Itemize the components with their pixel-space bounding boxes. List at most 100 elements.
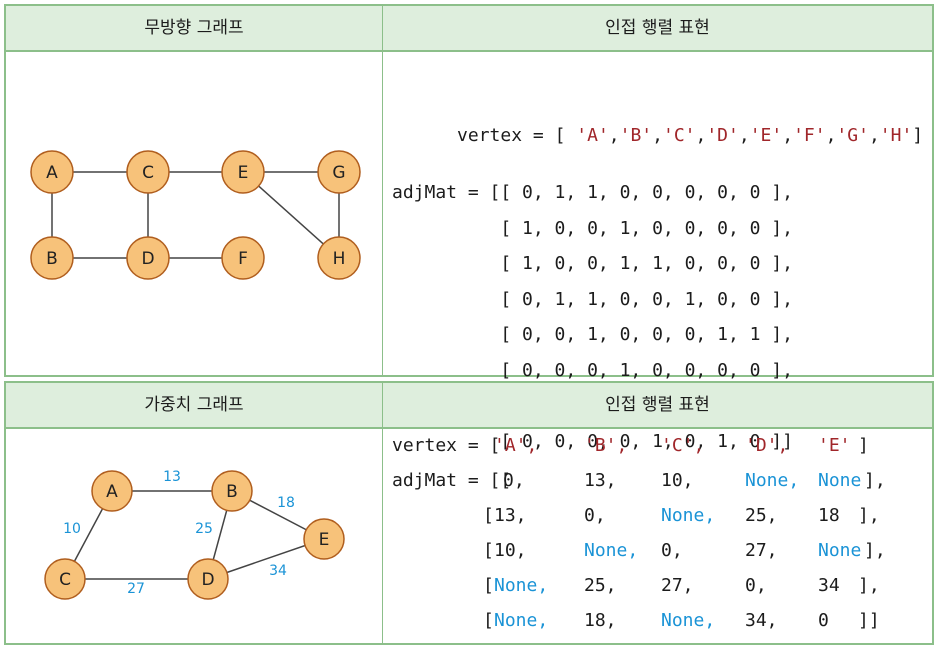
vertex-label: vertex = [	[392, 435, 501, 456]
matrix-cell: 27,	[661, 575, 694, 596]
matrix-cell: 25,	[745, 505, 778, 526]
matrix-row: [ 0, 0, 1, 0, 0, 0, 1, 1 ],	[392, 324, 793, 345]
edge-weight-label: 34	[269, 563, 287, 579]
matrix-row: adjMat = [[ 0, 1, 1, 0, 0, 0, 0, 0 ],	[392, 182, 793, 203]
node-B: B	[30, 236, 74, 280]
node-F: F	[221, 236, 265, 280]
matrix-cell: 0,	[661, 540, 683, 561]
vertex-item: 'E'	[749, 125, 783, 146]
weighted-matrix-title: 인접 행렬 표현	[605, 395, 710, 415]
node-D: D	[126, 236, 170, 280]
matrix-cell: 18	[818, 505, 840, 526]
row-close-bracket: ],	[864, 540, 886, 561]
matrix-row: [ 0, 1, 1, 0, 0, 1, 0, 0 ],	[392, 288, 793, 310]
row-close-bracket: ],	[858, 505, 880, 526]
matrix-cell: 34	[818, 575, 840, 596]
edge-weight-label: 10	[63, 521, 81, 537]
row-close-bracket: ]]	[858, 610, 880, 631]
vertex-item: 'G'	[836, 125, 869, 146]
matrix-cell: 0,	[745, 575, 767, 596]
edge-weight-label: 13	[163, 469, 181, 485]
node-label: H	[333, 249, 346, 269]
matrix-cell: 10,	[494, 540, 527, 561]
matrix-cell: None,	[584, 540, 639, 561]
weighted-panel-header: 가중치 그래프 인접 행렬 표현	[6, 383, 932, 429]
row-open-bracket: [	[483, 505, 494, 526]
vertex-item: 'C'	[662, 125, 696, 146]
comma: ,	[608, 125, 620, 146]
edge-weight-label: 18	[277, 495, 295, 511]
node-G: G	[317, 150, 361, 194]
node-label: D	[141, 249, 154, 269]
vertex-item: 'E'	[818, 435, 851, 456]
comma: ,	[738, 125, 750, 146]
matrix-cell: None,	[745, 470, 800, 491]
matrix-cell: None,	[494, 610, 549, 631]
node-label: G	[332, 163, 345, 183]
row-open-bracket: [	[483, 540, 494, 561]
matrix-cell: 13,	[584, 470, 617, 491]
undirected-panel-header: 무방향 그래프 인접 행렬 표현	[6, 6, 932, 52]
node-label: C	[142, 163, 154, 183]
node-label: B	[46, 249, 58, 269]
vertex-label: vertex =	[457, 125, 555, 146]
vertex-item: 'B'	[619, 125, 653, 146]
adjmat-label: adjMat = [[	[392, 470, 512, 491]
node-label: C	[59, 570, 71, 590]
matrix-row: [ 0, 0, 0, 0, 1, 0, 1, 0 ]]	[392, 430, 793, 452]
matrix-cell: 13,	[494, 505, 527, 526]
vertex-close: ]	[858, 435, 869, 456]
matrix-cell: 25,	[584, 575, 617, 596]
row-open-bracket: [	[483, 610, 494, 631]
node-D: D	[187, 558, 229, 600]
node-label: A	[106, 482, 118, 502]
edge-weight-label: 25	[195, 521, 213, 537]
comma: ,	[695, 125, 707, 146]
edge-weight-label: 27	[127, 581, 145, 597]
vertex-line: vertex = [ 'A','B','C','D','E','F','G','…	[392, 104, 923, 146]
matrix-row: [ 1, 0, 0, 1, 1, 0, 0, 0 ],	[392, 253, 793, 274]
node-label: A	[46, 163, 58, 183]
matrix-cell: None,	[494, 575, 549, 596]
comma: ,	[825, 125, 837, 146]
vertex-item: 'A',	[494, 435, 538, 456]
row-open-bracket: [	[483, 575, 494, 596]
matrix-cell: 34,	[745, 610, 778, 631]
column-divider	[382, 6, 383, 375]
node-C: C	[44, 558, 86, 600]
matrix-cell: 10,	[661, 470, 694, 491]
node-C: C	[126, 150, 170, 194]
matrix-cell: 27,	[745, 540, 778, 561]
matrix-cell: 18,	[584, 610, 617, 631]
vertex-open: [	[554, 125, 577, 146]
vertex-item: 'H'	[879, 125, 913, 146]
matrix-cell: 0,	[584, 505, 606, 526]
vertex-item: 'F'	[793, 125, 826, 146]
adjacency-matrix-title: 인접 행렬 표현	[605, 18, 710, 38]
matrix-row: [ 0, 0, 0, 1, 0, 0, 0, 0 ],	[392, 359, 793, 381]
node-B: B	[211, 470, 253, 512]
node-label: B	[226, 482, 238, 502]
vertex-item: 'C',	[661, 435, 705, 456]
vertex-item: 'B',	[584, 435, 628, 456]
row-close-bracket: ],	[858, 575, 880, 596]
node-E: E	[303, 518, 345, 560]
node-H: H	[317, 236, 361, 280]
weighted-graph-panel: 가중치 그래프 인접 행렬 표현 13 10 25 18 27 34 A B C D E vert…	[4, 381, 934, 645]
matrix-cell: None,	[661, 505, 716, 526]
vertex-item: 'D',	[745, 435, 789, 456]
row-close-bracket: ],	[864, 470, 886, 491]
comma: ,	[652, 125, 663, 146]
matrix-cell: None	[818, 540, 862, 561]
undirected-graph-title: 무방향 그래프	[144, 18, 244, 38]
node-label: D	[201, 570, 214, 590]
node-A: A	[30, 150, 74, 194]
matrix-cell: 0	[818, 610, 829, 631]
weighted-graph: 13 10 25 18 27 34 A B C D E	[44, 469, 345, 600]
vertex-close: ]	[912, 125, 924, 146]
comma: ,	[782, 125, 794, 146]
matrix-cell: None,	[661, 610, 716, 631]
vertex-item: 'D'	[706, 125, 739, 146]
